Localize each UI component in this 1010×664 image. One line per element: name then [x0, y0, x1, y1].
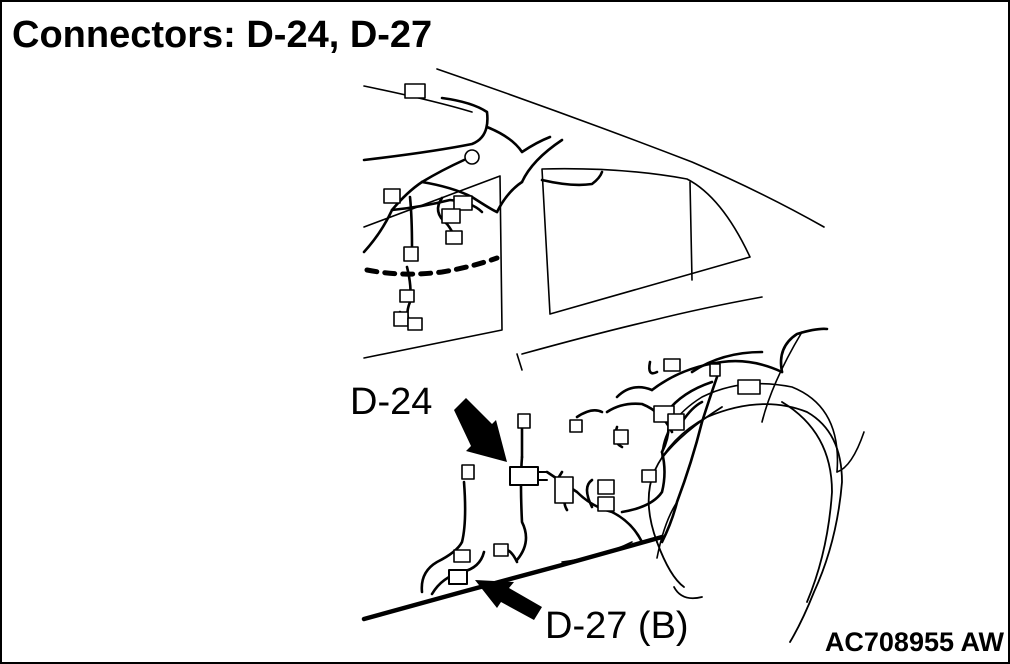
connector-d27 — [448, 569, 468, 585]
d24-callout-arrow — [454, 398, 507, 462]
lower-connectors — [453, 358, 761, 563]
upper-connectors — [383, 83, 480, 331]
d27-callout-label: D-27 (B) — [545, 605, 689, 647]
lower-wiring-harness — [361, 327, 829, 622]
diagram-title: Connectors: D-24, D-27 — [12, 14, 433, 56]
illustration-reference-code: AC708955 AW — [824, 627, 1004, 657]
connector-d24 — [509, 466, 548, 486]
d24-callout-label: D-24 — [350, 381, 432, 423]
d27-callout-arrow — [475, 580, 542, 620]
